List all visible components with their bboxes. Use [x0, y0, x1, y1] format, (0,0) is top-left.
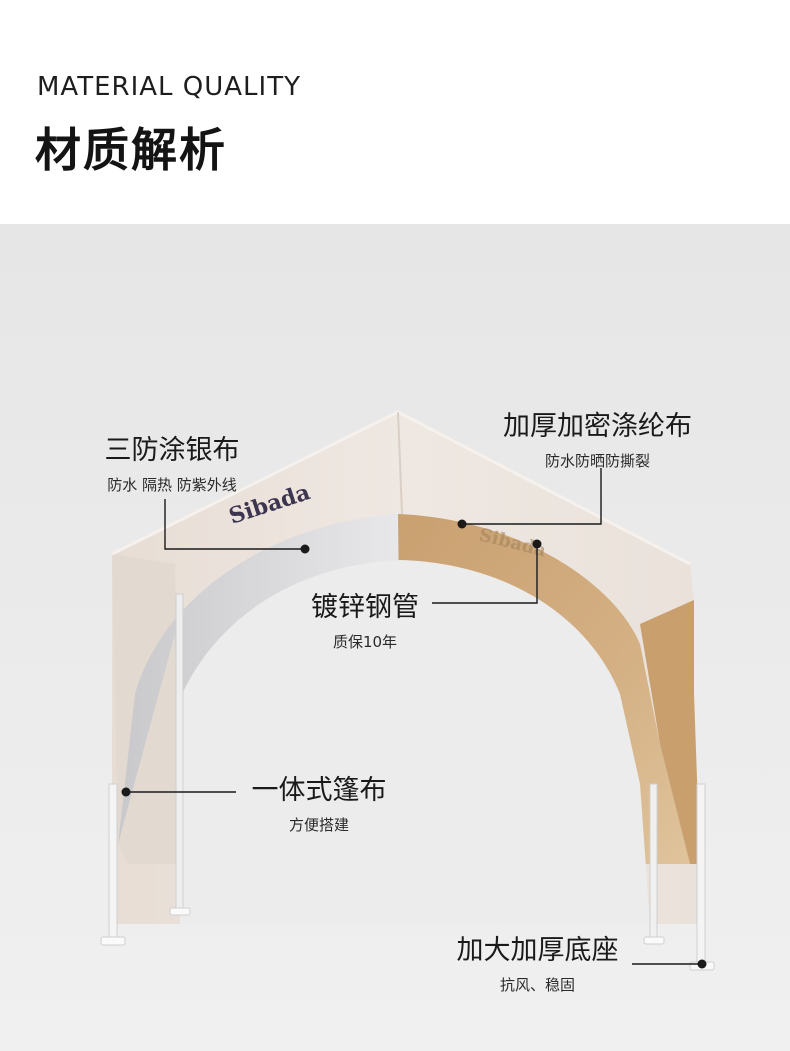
leader-dot-1	[300, 544, 310, 554]
canopy-right-drape	[640, 600, 700, 864]
header-section: MATERIAL QUALITY 材质解析	[0, 0, 790, 224]
leg-front-right	[696, 783, 706, 965]
callout-polyester-fabric: 加厚加密涤纶布 防水防晒防撕裂	[490, 404, 705, 471]
leader-dot-5	[697, 959, 707, 969]
leg-back-right	[649, 783, 658, 940]
product-photo: Sibada Sibada	[0, 224, 790, 1051]
callout-desc: 防水防晒防撕裂	[544, 452, 650, 470]
leader-1	[164, 499, 305, 550]
base-front-left	[100, 936, 126, 946]
callout-desc: 方便搭建	[288, 816, 349, 834]
callout-title: 三防涂银布	[104, 435, 240, 466]
section-title: 材质解析	[35, 123, 227, 177]
leader-3	[432, 546, 538, 604]
canopy-illustration: Sibada Sibada	[0, 224, 790, 1051]
base-back-left	[169, 907, 191, 916]
callout-title: 镀锌钢管	[311, 592, 419, 623]
leader-dot-2	[457, 519, 467, 529]
callout-title: 加厚加密涤纶布	[503, 411, 692, 442]
callout-silver-coated-fabric: 三防涂银布 防水 隔热 防紫外线	[87, 428, 257, 495]
callout-desc: 抗风、稳固	[499, 976, 575, 994]
callout-title: 一体式篷布	[251, 775, 387, 806]
callout-reinforced-base: 加大加厚底座 抗风、稳固	[445, 928, 630, 995]
callout-title: 加大加厚底座	[456, 935, 619, 966]
leg-back-left	[175, 593, 184, 910]
section-subtitle: MATERIAL QUALITY	[37, 72, 301, 102]
roof-seam	[397, 411, 403, 515]
callout-desc: 质保10年	[332, 633, 398, 651]
callout-desc: 防水 隔热 防紫外线	[107, 476, 237, 494]
leader-dot-4	[121, 787, 131, 797]
arch-opening	[180, 560, 650, 924]
callout-galvanized-pipe: 镀锌钢管 质保10年	[295, 585, 435, 652]
callout-leaders	[126, 468, 702, 965]
leader-dot-3	[532, 539, 542, 549]
base-back-right	[643, 936, 665, 945]
leader-2	[462, 468, 602, 525]
callout-one-piece-canopy: 一体式篷布 方便搭建	[240, 768, 398, 835]
leg-front-left	[108, 783, 118, 940]
